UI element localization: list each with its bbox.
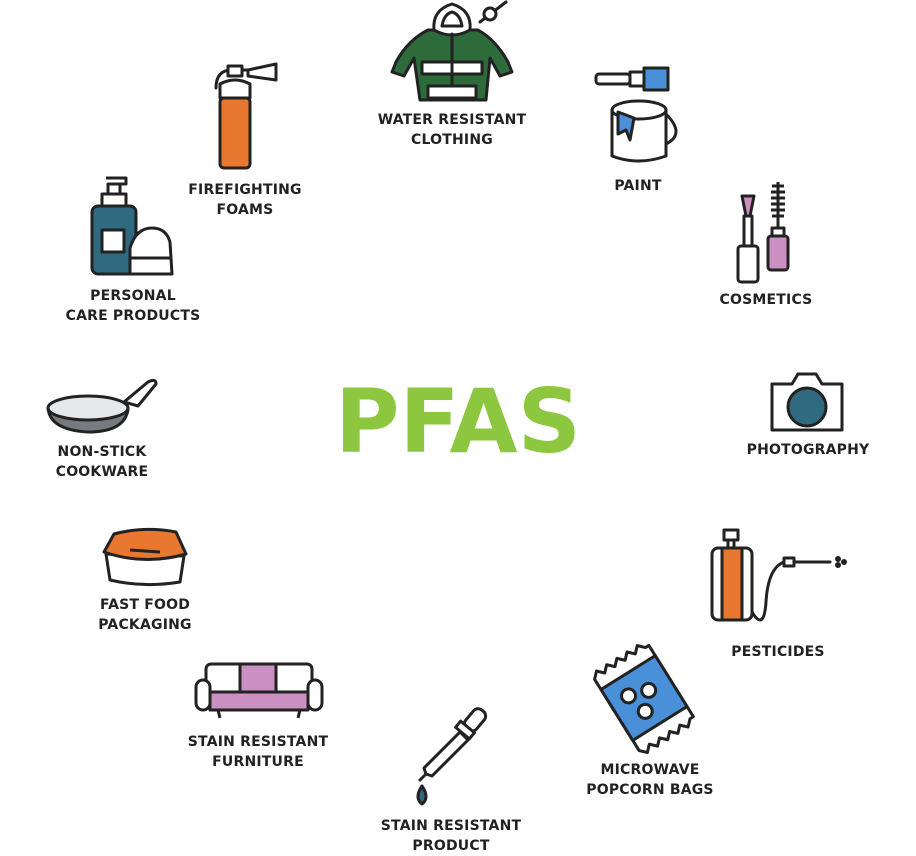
frying-pan-icon (46, 378, 158, 434)
fire-extinguisher-icon (214, 62, 278, 170)
label-paint: PAINT (614, 178, 662, 194)
food-container-icon (102, 527, 188, 587)
label-photography: PHOTOGRAPHY (746, 442, 870, 458)
sprayer-icon (710, 528, 847, 622)
label-cosmetics: COSMETICS (719, 292, 813, 308)
jacket-icon (390, 0, 514, 102)
center-title: PFAS (335, 370, 581, 473)
cosmetics-icon (736, 182, 790, 284)
camera-icon (770, 372, 844, 432)
lotion-bottle-icon (90, 176, 174, 276)
paint-bucket-icon (594, 66, 678, 163)
dropper-icon (416, 707, 488, 806)
popcorn-bag-icon (593, 643, 695, 754)
label-pesticides: PESTICIDES (731, 644, 825, 660)
sofa-icon (194, 662, 324, 719)
